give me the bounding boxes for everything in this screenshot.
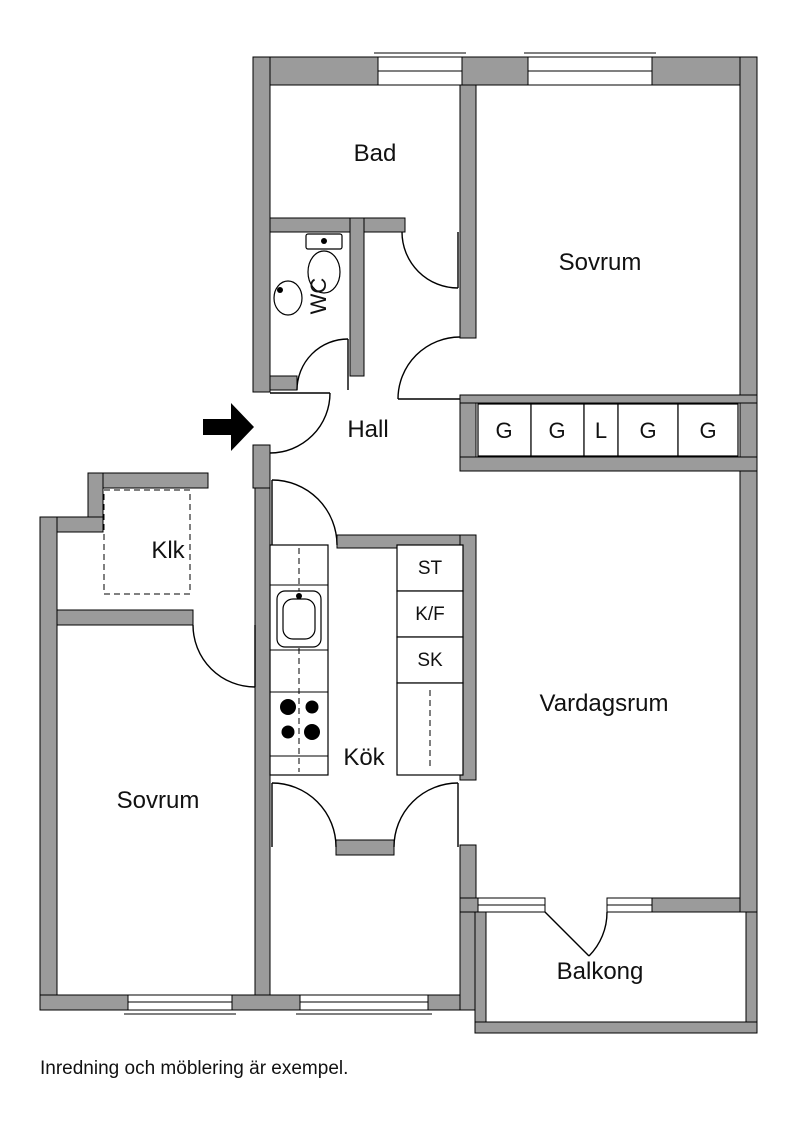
wc-basin-faucet xyxy=(277,287,283,293)
wc-door-arc xyxy=(296,338,349,391)
entrance-door-arc xyxy=(269,392,331,454)
wall-segment xyxy=(87,472,209,489)
wardrobe-box xyxy=(477,403,532,457)
stove-burner xyxy=(304,724,320,740)
balcony-door-arc xyxy=(588,911,608,957)
kitchen-unit-label-st: ST xyxy=(418,558,443,579)
toilet-bowl xyxy=(307,250,341,294)
wardrobe-label: G xyxy=(548,418,565,443)
stove-burner xyxy=(281,725,295,739)
kitchen-faucet xyxy=(296,593,302,599)
room-label-hall: Hall xyxy=(347,416,388,443)
wardrobe-label: L xyxy=(595,418,607,443)
room-label-balkong: Balkong xyxy=(557,958,644,985)
room-label-sovrum-top: Sovrum xyxy=(559,249,642,276)
wall-segment xyxy=(254,487,271,996)
wardrobe-box xyxy=(583,403,619,457)
entrance-arrow-icon xyxy=(203,403,254,451)
toilet-button xyxy=(321,238,327,244)
stove-burner xyxy=(305,700,319,714)
kitchen-door-arc xyxy=(271,479,338,546)
walls xyxy=(39,56,758,1034)
kitchen-unit-lower xyxy=(396,682,464,776)
doors xyxy=(192,231,608,957)
wall-segment xyxy=(252,56,758,86)
wall-segment xyxy=(252,444,271,489)
wall-segment xyxy=(459,84,477,339)
kitchen-unit-st xyxy=(396,544,464,592)
balcony-wall-bottom xyxy=(474,1021,758,1034)
caption: Inredning och möblering är exempel. xyxy=(40,1058,348,1079)
wardrobe-label: G xyxy=(639,418,656,443)
wardrobe-label: G xyxy=(495,418,512,443)
klk-hanging-area xyxy=(103,489,191,595)
kitchen-unit-sk xyxy=(396,636,464,684)
wall-segment xyxy=(349,217,365,377)
balcony-wall-right xyxy=(745,911,758,1034)
windows xyxy=(124,52,656,1015)
wc-basin xyxy=(273,280,303,316)
kitchen-unit-label-kf: K/F xyxy=(415,604,445,625)
wardrobe-box xyxy=(530,403,585,457)
wall-segment xyxy=(56,609,194,626)
fixtures xyxy=(103,233,739,776)
wall-segment xyxy=(459,844,477,1011)
bad-door-arc xyxy=(401,231,459,289)
kitchen-unit-label-sk: SK xyxy=(417,650,443,671)
room-label-sovrum-left: Sovrum xyxy=(117,787,200,814)
wall-segment xyxy=(269,375,298,391)
sovrum-left-door-arc xyxy=(192,624,256,688)
wardrobe-label: G xyxy=(699,418,716,443)
labels: Bad Sovrum WC Hall Klk Sovrum Kök Vardag… xyxy=(40,140,717,1079)
wall-segment xyxy=(459,456,758,472)
wall-segment xyxy=(739,56,758,913)
stove-burner xyxy=(280,699,296,715)
wall-segment xyxy=(39,994,129,1011)
vardagsrum-door-arc xyxy=(393,782,459,848)
room-label-vardagsrum: Vardagsrum xyxy=(540,690,669,717)
wall-segment xyxy=(335,839,395,856)
wardrobe-box xyxy=(677,403,739,457)
sovrum-top-door-arc xyxy=(397,336,461,400)
wall-segment xyxy=(459,402,477,458)
wall-segment xyxy=(459,394,758,404)
wall-segment xyxy=(231,994,301,1011)
wall-segment xyxy=(269,217,406,233)
kitchen-south-left-door-arc xyxy=(271,782,337,848)
balcony-wall-left xyxy=(474,911,487,1034)
room-label-klk: Klk xyxy=(151,537,185,564)
balcony-door-leaf xyxy=(544,911,590,957)
wardrobe-box xyxy=(617,403,679,457)
room-label-bad: Bad xyxy=(354,140,397,167)
wall-segment xyxy=(459,897,479,913)
wall-segment xyxy=(651,897,741,913)
room-label-wc: WC xyxy=(306,278,331,315)
wall-segment xyxy=(39,516,58,1011)
room-label-kok: Kök xyxy=(343,744,385,771)
kitchen-sink-bowl xyxy=(282,598,316,640)
wall-segment xyxy=(252,56,271,393)
